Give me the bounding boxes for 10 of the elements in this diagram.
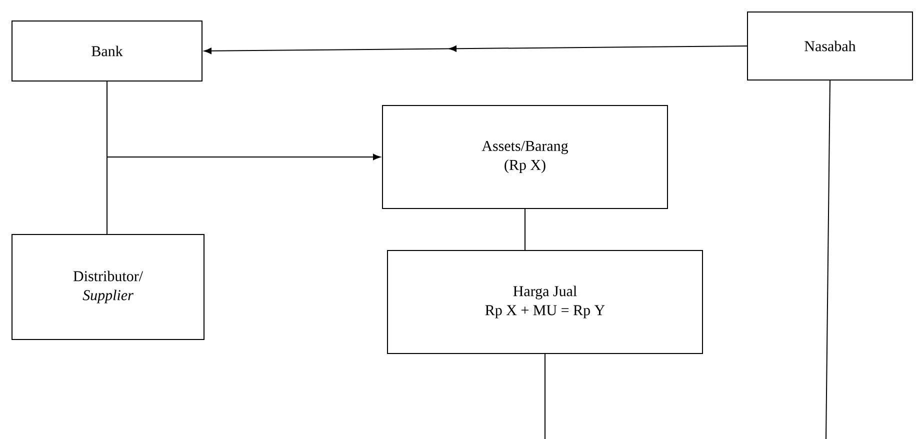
process-box: Assets/Barang (Rp X)	[382, 105, 668, 209]
arrow	[204, 46, 748, 54]
line	[524, 208, 526, 250]
process-box: Distributor/ Supplier	[12, 234, 204, 340]
line	[544, 354, 546, 439]
process-box: Nasabah	[747, 12, 913, 80]
line	[106, 81, 108, 234]
process-box: Harga Jual Rp X + MU = Rp Y	[387, 250, 703, 354]
process-box: Bank	[12, 20, 202, 82]
line	[826, 80, 830, 439]
